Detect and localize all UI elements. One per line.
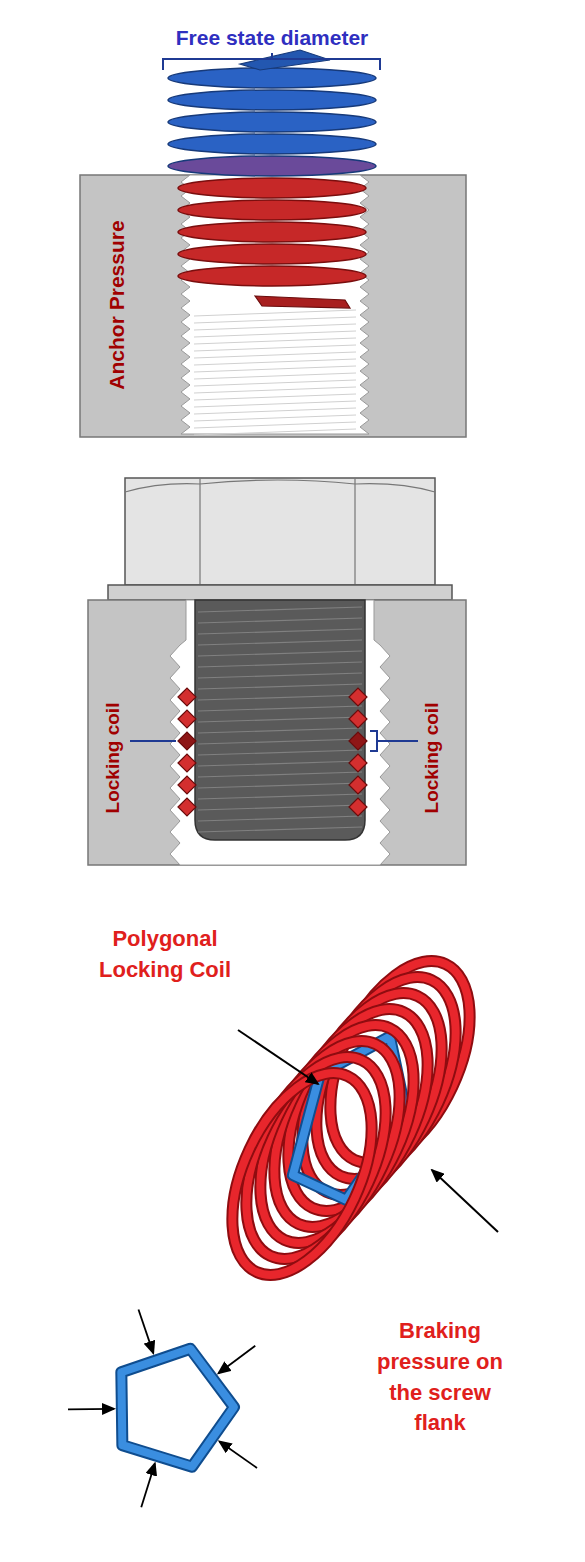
bolt-thread [198,805,362,810]
part-label: Locking coil [100,678,127,838]
thread-line [194,366,356,372]
bolt-thread [198,728,362,733]
bolt-thread [198,607,362,612]
thread-line [194,380,356,386]
bolt-thread [198,827,362,832]
anchored-coil [178,178,366,198]
thread-line [194,394,356,400]
parent-material [80,175,466,437]
coil-section [178,710,196,728]
dimension-bracket [163,53,380,70]
pointer-arrow [432,1170,498,1232]
bolt-shank [195,600,365,840]
bolt-thread [198,816,362,821]
coil-section [178,754,196,772]
pressure-arrow [218,1346,255,1374]
bolted-joint [88,478,466,865]
parent-material [88,600,466,865]
bolt-thread [198,662,362,667]
coil-section [178,688,196,706]
bolt-thread [198,761,362,766]
washer-face [108,585,452,600]
dimension-label: Free state diameter [122,23,422,52]
thread-line [194,359,356,365]
coil-tang [255,296,350,308]
free-coil [168,156,376,176]
coil-turn [204,1052,400,1297]
thread-line [194,408,356,414]
bolt-thread [198,717,362,722]
pressure-label: Anchor Pressure [102,205,131,405]
bolt-thread [198,750,362,755]
hex-head [125,478,435,585]
part-label: Locking coil [419,678,446,838]
pentagon-coil [121,1349,234,1467]
anchored-coil [178,200,366,220]
coil-section [349,732,367,750]
leader-bracket [370,731,418,751]
thread-line [194,387,356,393]
note-label: Braking pressure on the screw flank [370,1316,510,1439]
bolt-thread [198,684,362,689]
insert-coil [204,940,498,1297]
thread-line [194,401,356,407]
tapped-hole [170,600,390,865]
bolt-thread [198,739,362,744]
thread-line [194,415,356,421]
hex-faces [125,478,435,585]
free-coil [168,68,376,88]
coil-section [178,732,196,750]
coil-section [349,710,367,728]
thread-line [194,429,356,435]
pressure-arrow [141,1463,155,1507]
bolt-thread [198,794,362,799]
bolt-thread [198,651,362,656]
thread-line [194,422,356,428]
thread-line [194,338,356,344]
coil-turn-outline [204,1052,400,1297]
free-coil [168,90,376,110]
coil-section [349,688,367,706]
coil-section [349,776,367,794]
coil-section [178,798,196,816]
coil-section [349,798,367,816]
thread-line [194,373,356,379]
thread-line [194,310,356,316]
anchored-coil [178,222,366,242]
pressure-arrow [219,1441,257,1468]
bolt-thread [198,673,362,678]
bolt-thread [198,783,362,788]
coil-section [349,754,367,772]
thread-line [194,352,356,358]
leader-line [130,740,176,742]
pentagon-outline [121,1349,234,1467]
pressure-arrow [68,1408,114,1410]
anchored-coil [178,266,366,286]
thread-line [194,324,356,330]
bolt-thread [198,618,362,623]
free-coil [168,134,376,154]
pressure-arrow [138,1310,153,1354]
coil-section [178,776,196,794]
insert-installation [80,50,466,437]
pointer-arrow [238,1030,318,1084]
free-coil [168,112,376,132]
thread-line [194,317,356,323]
bolt-thread [198,640,362,645]
anchored-coil [178,244,366,264]
braking-pentagon [68,1310,257,1508]
thread-line [194,345,356,351]
bolt-thread [198,695,362,700]
thread-line [194,331,356,337]
bolt-thread [198,629,362,634]
part-label: Polygonal Locking Coil [90,924,240,986]
bolt-thread [198,772,362,777]
bolt-thread [198,706,362,711]
